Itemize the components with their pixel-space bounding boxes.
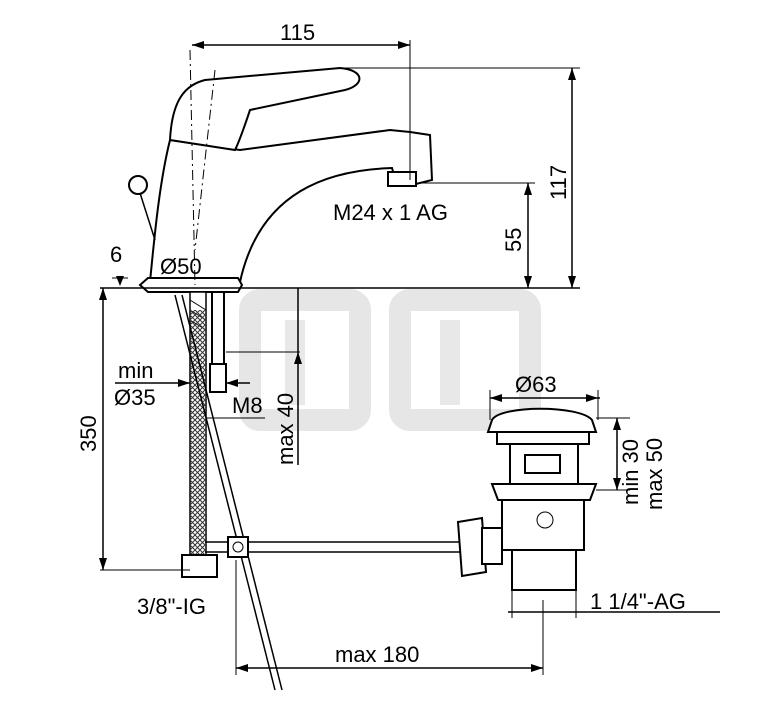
spout-thread-label: M24 x 1 AG: [333, 200, 448, 225]
rod-thread-label: M8: [232, 393, 263, 418]
dim-width-label: 115: [280, 20, 315, 45]
supply-hoses: [174, 291, 283, 691]
base-diameter-label: Ø50: [160, 254, 202, 279]
base-offset-label: 6: [110, 242, 122, 267]
dimension-lines: [99, 40, 720, 675]
hole-diameter-label: Ø35: [114, 385, 156, 410]
waste-rod: [205, 536, 460, 558]
waste-min-label: min 30: [618, 439, 643, 505]
deck-thickness-label: max 40: [273, 393, 298, 465]
rod-length-label: max 180: [335, 642, 419, 667]
dim-height-label: 117: [546, 165, 571, 200]
watermark-logo: [239, 289, 541, 431]
hose-thread-label: 3/8"-IG: [137, 594, 206, 619]
below-deck-label: 350: [76, 415, 101, 452]
waste-diameter-label: Ø63: [515, 372, 557, 397]
waste-thread-label: 1 1/4"-AG: [590, 589, 686, 614]
faucet-body: [128, 49, 434, 293]
pop-up-waste: [456, 407, 598, 591]
dim-spout-height-label: 55: [501, 228, 526, 252]
waste-max-label: max 50: [642, 438, 667, 510]
hole-min-label: min: [118, 358, 153, 383]
